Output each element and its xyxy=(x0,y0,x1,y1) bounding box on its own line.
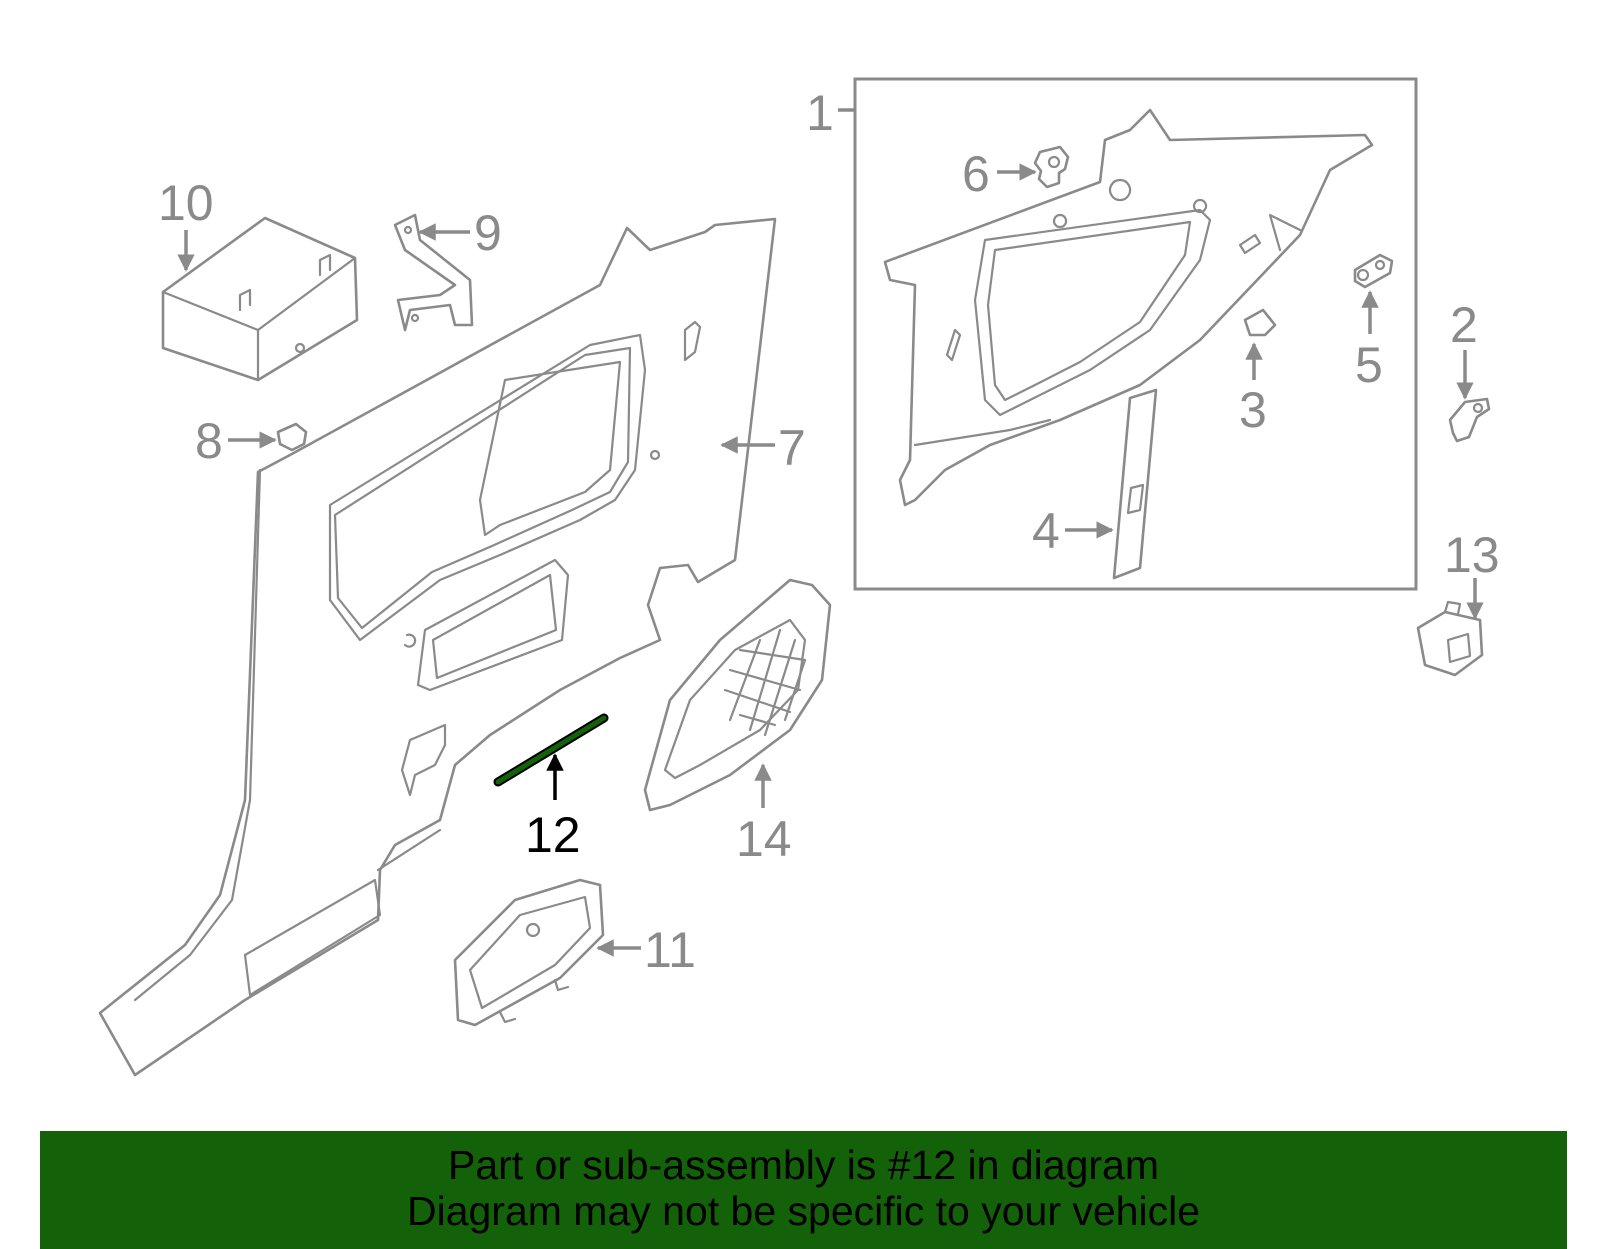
footer-line-disclaimer: Diagram may not be specific to your vehi… xyxy=(406,1188,1200,1234)
callout-7: 7 xyxy=(778,420,806,476)
part-7-quarter-panel xyxy=(98,217,777,1077)
part-11-cover xyxy=(453,878,605,1027)
part-3-clip xyxy=(1243,308,1277,337)
part-10-storage-box xyxy=(161,216,359,382)
callout-10: 10 xyxy=(158,175,214,231)
callout-5: 5 xyxy=(1355,337,1383,393)
callout-2: 2 xyxy=(1450,297,1478,353)
part-1-quarter-trim-assembly xyxy=(883,108,1374,507)
part-13-retainer xyxy=(1416,600,1484,677)
part-9-bracket xyxy=(393,213,474,332)
footer-line-part-number: Part or sub-assembly is #12 in diagram xyxy=(448,1142,1159,1188)
callout-14: 14 xyxy=(736,811,792,867)
callout-13: 13 xyxy=(1444,527,1500,583)
part-8-clip xyxy=(276,422,308,452)
callout-8: 8 xyxy=(195,413,223,469)
part-14-speaker-grille xyxy=(643,578,832,812)
part-12-trim-strip xyxy=(493,713,609,787)
part-4-pillar-strip xyxy=(1112,388,1158,580)
callout-12: 12 xyxy=(525,807,581,863)
callout-11: 11 xyxy=(644,922,696,978)
callout-9: 9 xyxy=(474,205,502,261)
callout-3: 3 xyxy=(1239,382,1267,438)
callout-6: 6 xyxy=(962,146,990,202)
part-2-bracket xyxy=(1448,397,1491,443)
footer-banner: Part or sub-assembly is #12 in diagram D… xyxy=(40,1131,1567,1249)
part-12-highlight xyxy=(495,715,607,785)
callout-4: 4 xyxy=(1032,503,1060,559)
part-6-clip xyxy=(1033,145,1070,189)
part-5-clip xyxy=(1353,253,1394,289)
callout-1: 1 xyxy=(806,85,834,141)
